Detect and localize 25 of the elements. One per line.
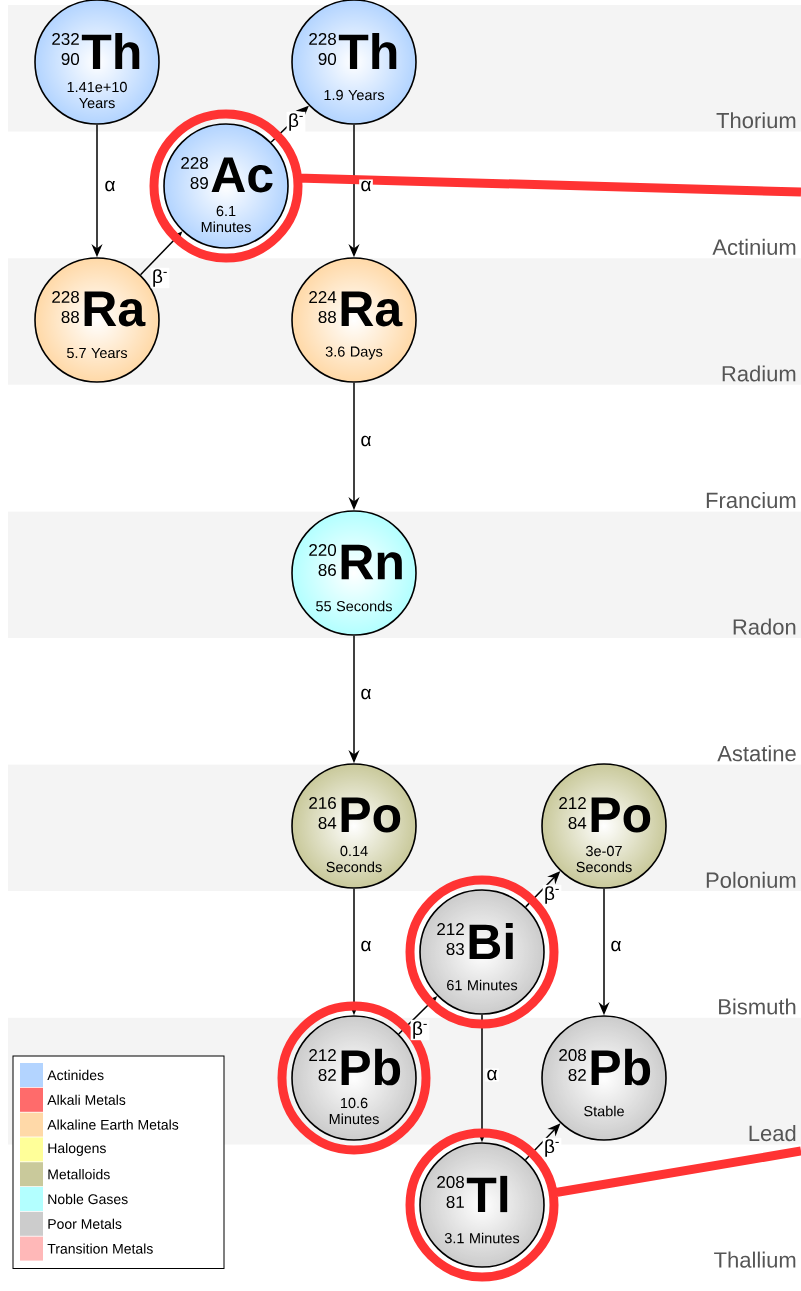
legend-label: Noble Gases <box>48 1193 128 1205</box>
row-label: Radon <box>733 618 796 635</box>
legend-label: Alkali Metals <box>47 1094 126 1105</box>
row-label: Bismuth <box>719 998 796 1015</box>
row-label: Lead <box>749 1125 796 1142</box>
legend-label: Halogens <box>48 1142 106 1156</box>
row-label: Radium <box>722 365 796 382</box>
edge-label: α <box>359 434 373 448</box>
edge-label: α <box>103 179 117 193</box>
edge-label: α <box>609 939 623 953</box>
edge-label: α <box>359 939 373 953</box>
row-label: Francium <box>706 492 796 509</box>
row-label: Polonium <box>706 871 796 888</box>
row-label: Thorium <box>716 112 796 129</box>
edge-label: α <box>359 179 373 193</box>
legend-label: Poor Metals <box>48 1218 122 1229</box>
legend-label: Transition Metals <box>47 1243 153 1254</box>
edge-label: α <box>359 687 373 701</box>
row-label: Astatine <box>717 745 796 762</box>
row-label: Thallium <box>714 1251 796 1268</box>
legend-label: Actinides <box>47 1069 104 1081</box>
edge-label: α <box>485 1068 499 1082</box>
row-label: Actinium <box>712 238 796 255</box>
legend-label: Metalloids <box>48 1169 110 1180</box>
legend-label: Alkaline Earth Metals <box>47 1119 179 1130</box>
